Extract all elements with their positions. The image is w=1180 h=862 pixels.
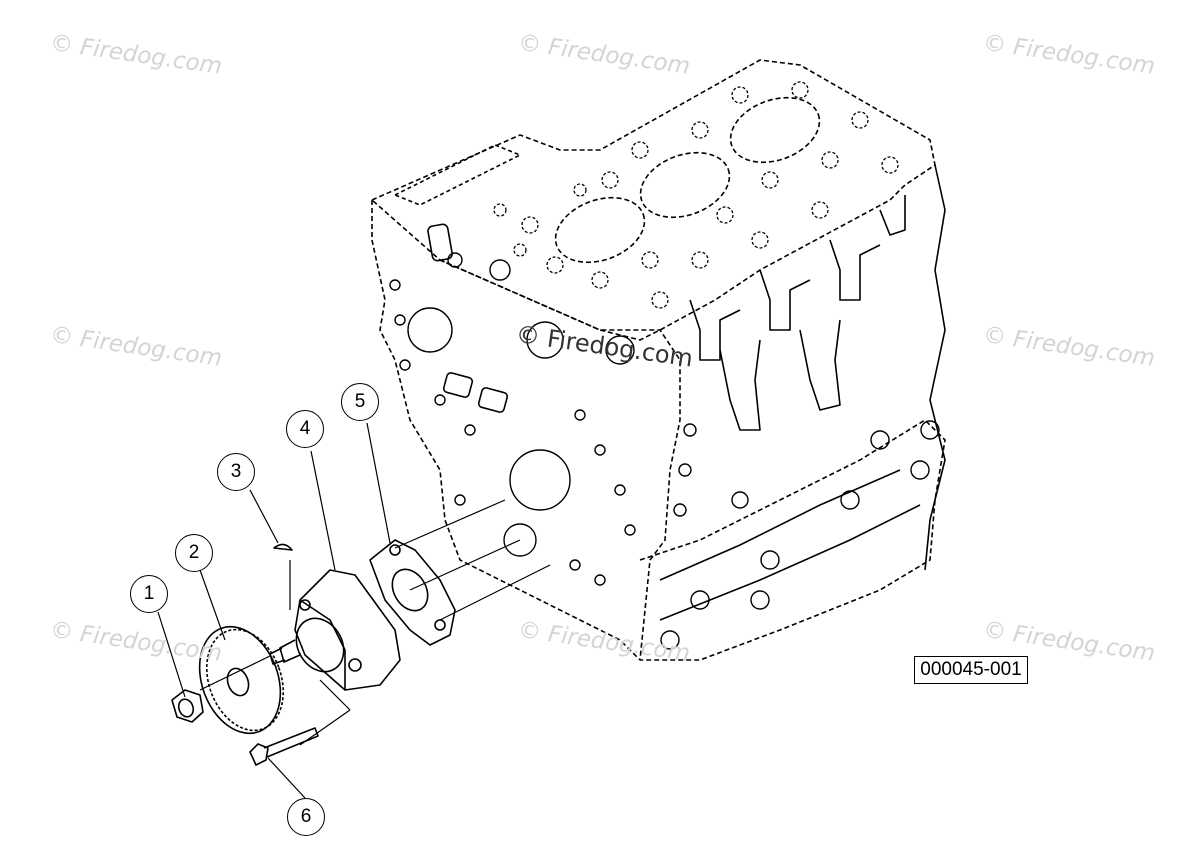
gasket — [369, 539, 456, 646]
leader-lines — [157, 422, 391, 799]
callout-2[interactable]: 2 — [175, 534, 213, 572]
oil-pump — [269, 569, 401, 691]
nut — [171, 689, 204, 723]
callout-5[interactable]: 5 — [341, 383, 379, 421]
callout-6[interactable]: 6 — [287, 798, 325, 836]
engine-block — [371, 59, 946, 661]
callout-3[interactable]: 3 — [217, 453, 255, 491]
callout-4[interactable]: 4 — [286, 410, 324, 448]
reference-code: 000045-001 — [914, 656, 1028, 684]
callout-1[interactable]: 1 — [130, 575, 168, 613]
woodruff-key — [273, 543, 293, 551]
gear — [198, 625, 285, 735]
alignment-lines — [199, 499, 551, 746]
bolt — [249, 727, 319, 766]
